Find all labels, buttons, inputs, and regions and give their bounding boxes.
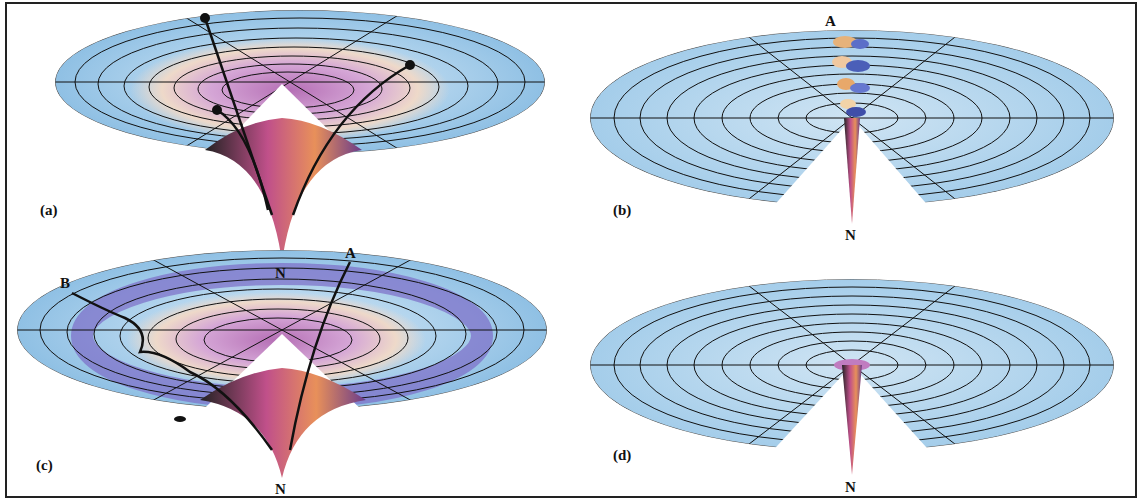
panel-label: (a)	[40, 203, 58, 218]
panel-label: (b)	[613, 203, 631, 218]
point-label: N	[275, 266, 286, 281]
point-label: A	[345, 246, 356, 261]
point-label: N	[845, 228, 856, 243]
point-label: N	[275, 482, 286, 497]
panel-label: (c)	[36, 458, 53, 473]
point-label: B	[60, 276, 70, 291]
panel-label: (d)	[613, 448, 631, 463]
point-label: A	[825, 14, 836, 29]
point-label: N	[845, 480, 856, 495]
